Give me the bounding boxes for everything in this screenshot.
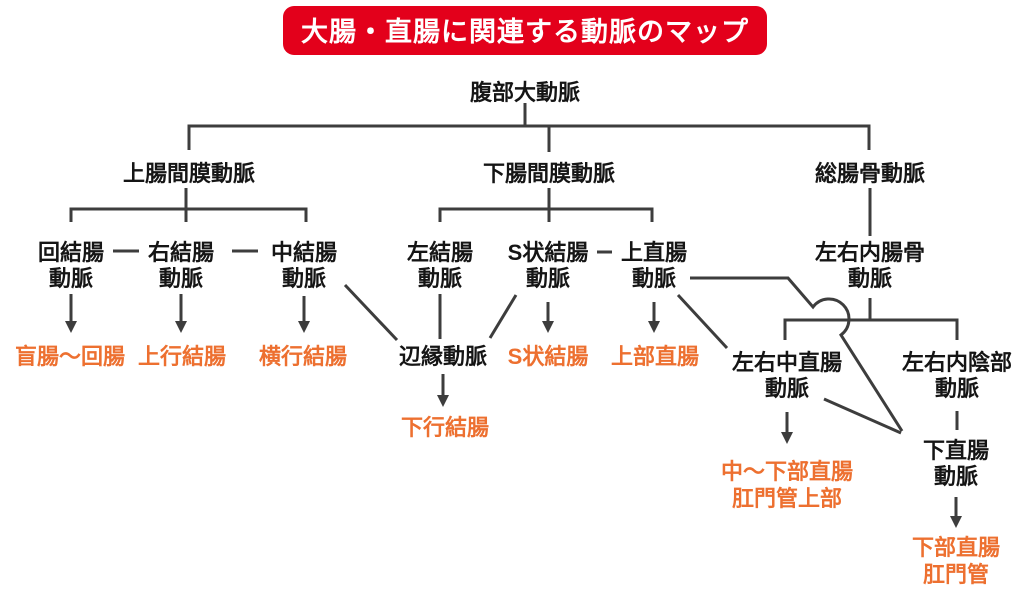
edge-suprectal-infrectal-hop [690, 276, 904, 432]
node-label: 動脈 [764, 376, 810, 401]
region-transverse-colon: 横行結腸 [258, 344, 348, 369]
region-label: 中〜下部直腸 [720, 459, 854, 484]
region-label: 肛門管上部 [731, 486, 843, 511]
node-middle-colic-artery: 中結腸 動脈 [271, 240, 337, 292]
node-label: 左右内腸骨 [814, 240, 926, 265]
node-label: 動脈 [631, 266, 677, 291]
node-label: 左結腸 [406, 240, 474, 265]
node-label: 動脈 [281, 266, 327, 291]
node-label: 動脈 [934, 376, 980, 401]
node-label: 動脈 [847, 266, 893, 291]
edge-ima-bracket [438, 207, 654, 222]
edge-suprectal-midrectal [676, 293, 729, 350]
region-sigmoid-colon: S状結腸 [507, 344, 589, 369]
node-superior-rectal-artery: 上直腸 動脈 [621, 240, 687, 292]
region-upper-rectum: 上部直腸 [610, 344, 700, 369]
node-right-colic-artery: 右結腸 動脈 [148, 240, 214, 292]
edge-sigmoid-marginal [488, 294, 518, 339]
region-label: 肛門管 [922, 562, 990, 587]
node-label: 左右中直腸 [731, 350, 843, 375]
region-descending-colon: 下行結腸 [400, 415, 490, 440]
node-label: 中結腸 [270, 240, 338, 265]
node-sigmoid-artery: S状結腸 動脈 [508, 240, 589, 292]
node-ileocolic-artery: 回結腸 動脈 [38, 240, 104, 292]
node-inferior-rectal-artery: 下直腸 動脈 [923, 438, 989, 490]
node-middle-rectal-artery: 左右中直腸 動脈 [732, 350, 842, 402]
node-label: 動脈 [933, 464, 979, 489]
edge-aorta-bracket [187, 124, 871, 150]
edge-sma-bracket [69, 207, 308, 222]
node-label: 動脈 [417, 266, 463, 291]
page-title: 大腸・直腸に関連する動脈のマップ [301, 17, 749, 47]
region-lower-rectum-anal-canal: 下部直腸 肛門管 [912, 534, 1000, 588]
region-label: 下部直腸 [911, 535, 1001, 560]
node-label: 動脈 [525, 266, 570, 291]
node-superior-mesenteric-artery: 上腸間膜動脈 [122, 161, 256, 186]
region-cecum-ileum: 盲腸〜回腸 [14, 344, 126, 369]
node-label: 右結腸 [147, 240, 215, 265]
region-ascending-colon: 上行結腸 [137, 344, 227, 369]
node-inferior-mesenteric-artery: 下腸間膜動脈 [482, 161, 616, 186]
node-internal-iliac-artery: 左右内腸骨 動脈 [815, 240, 925, 292]
node-marginal-artery: 辺縁動脈 [398, 344, 488, 369]
node-label: 下直腸 [922, 438, 990, 463]
node-label: 動脈 [48, 266, 94, 291]
node-left-colic-artery: 左結腸 動脈 [407, 240, 473, 292]
title-banner: 大腸・直腸に関連する動脈のマップ [283, 6, 767, 55]
node-internal-pudendal-artery: 左右内陰部 動脈 [902, 350, 1012, 402]
node-abdominal-aorta: 腹部大動脈 [469, 80, 581, 105]
edge-middlecolic-marginal [343, 283, 399, 342]
region-mid-lower-rectum-anal-canal-upper: 中〜下部直腸 肛門管上部 [721, 458, 853, 512]
node-label: 回結腸 [37, 240, 105, 265]
node-label: 動脈 [158, 266, 204, 291]
edge-midrectal-infrectal [823, 397, 902, 435]
node-common-iliac-artery: 総腸骨動脈 [814, 161, 926, 186]
node-label: 上直腸 [620, 240, 688, 265]
edge-internal-iliac-bracket [783, 298, 959, 340]
node-label: S状結腸 [507, 240, 589, 265]
node-label: 左右内陰部 [901, 350, 1013, 375]
